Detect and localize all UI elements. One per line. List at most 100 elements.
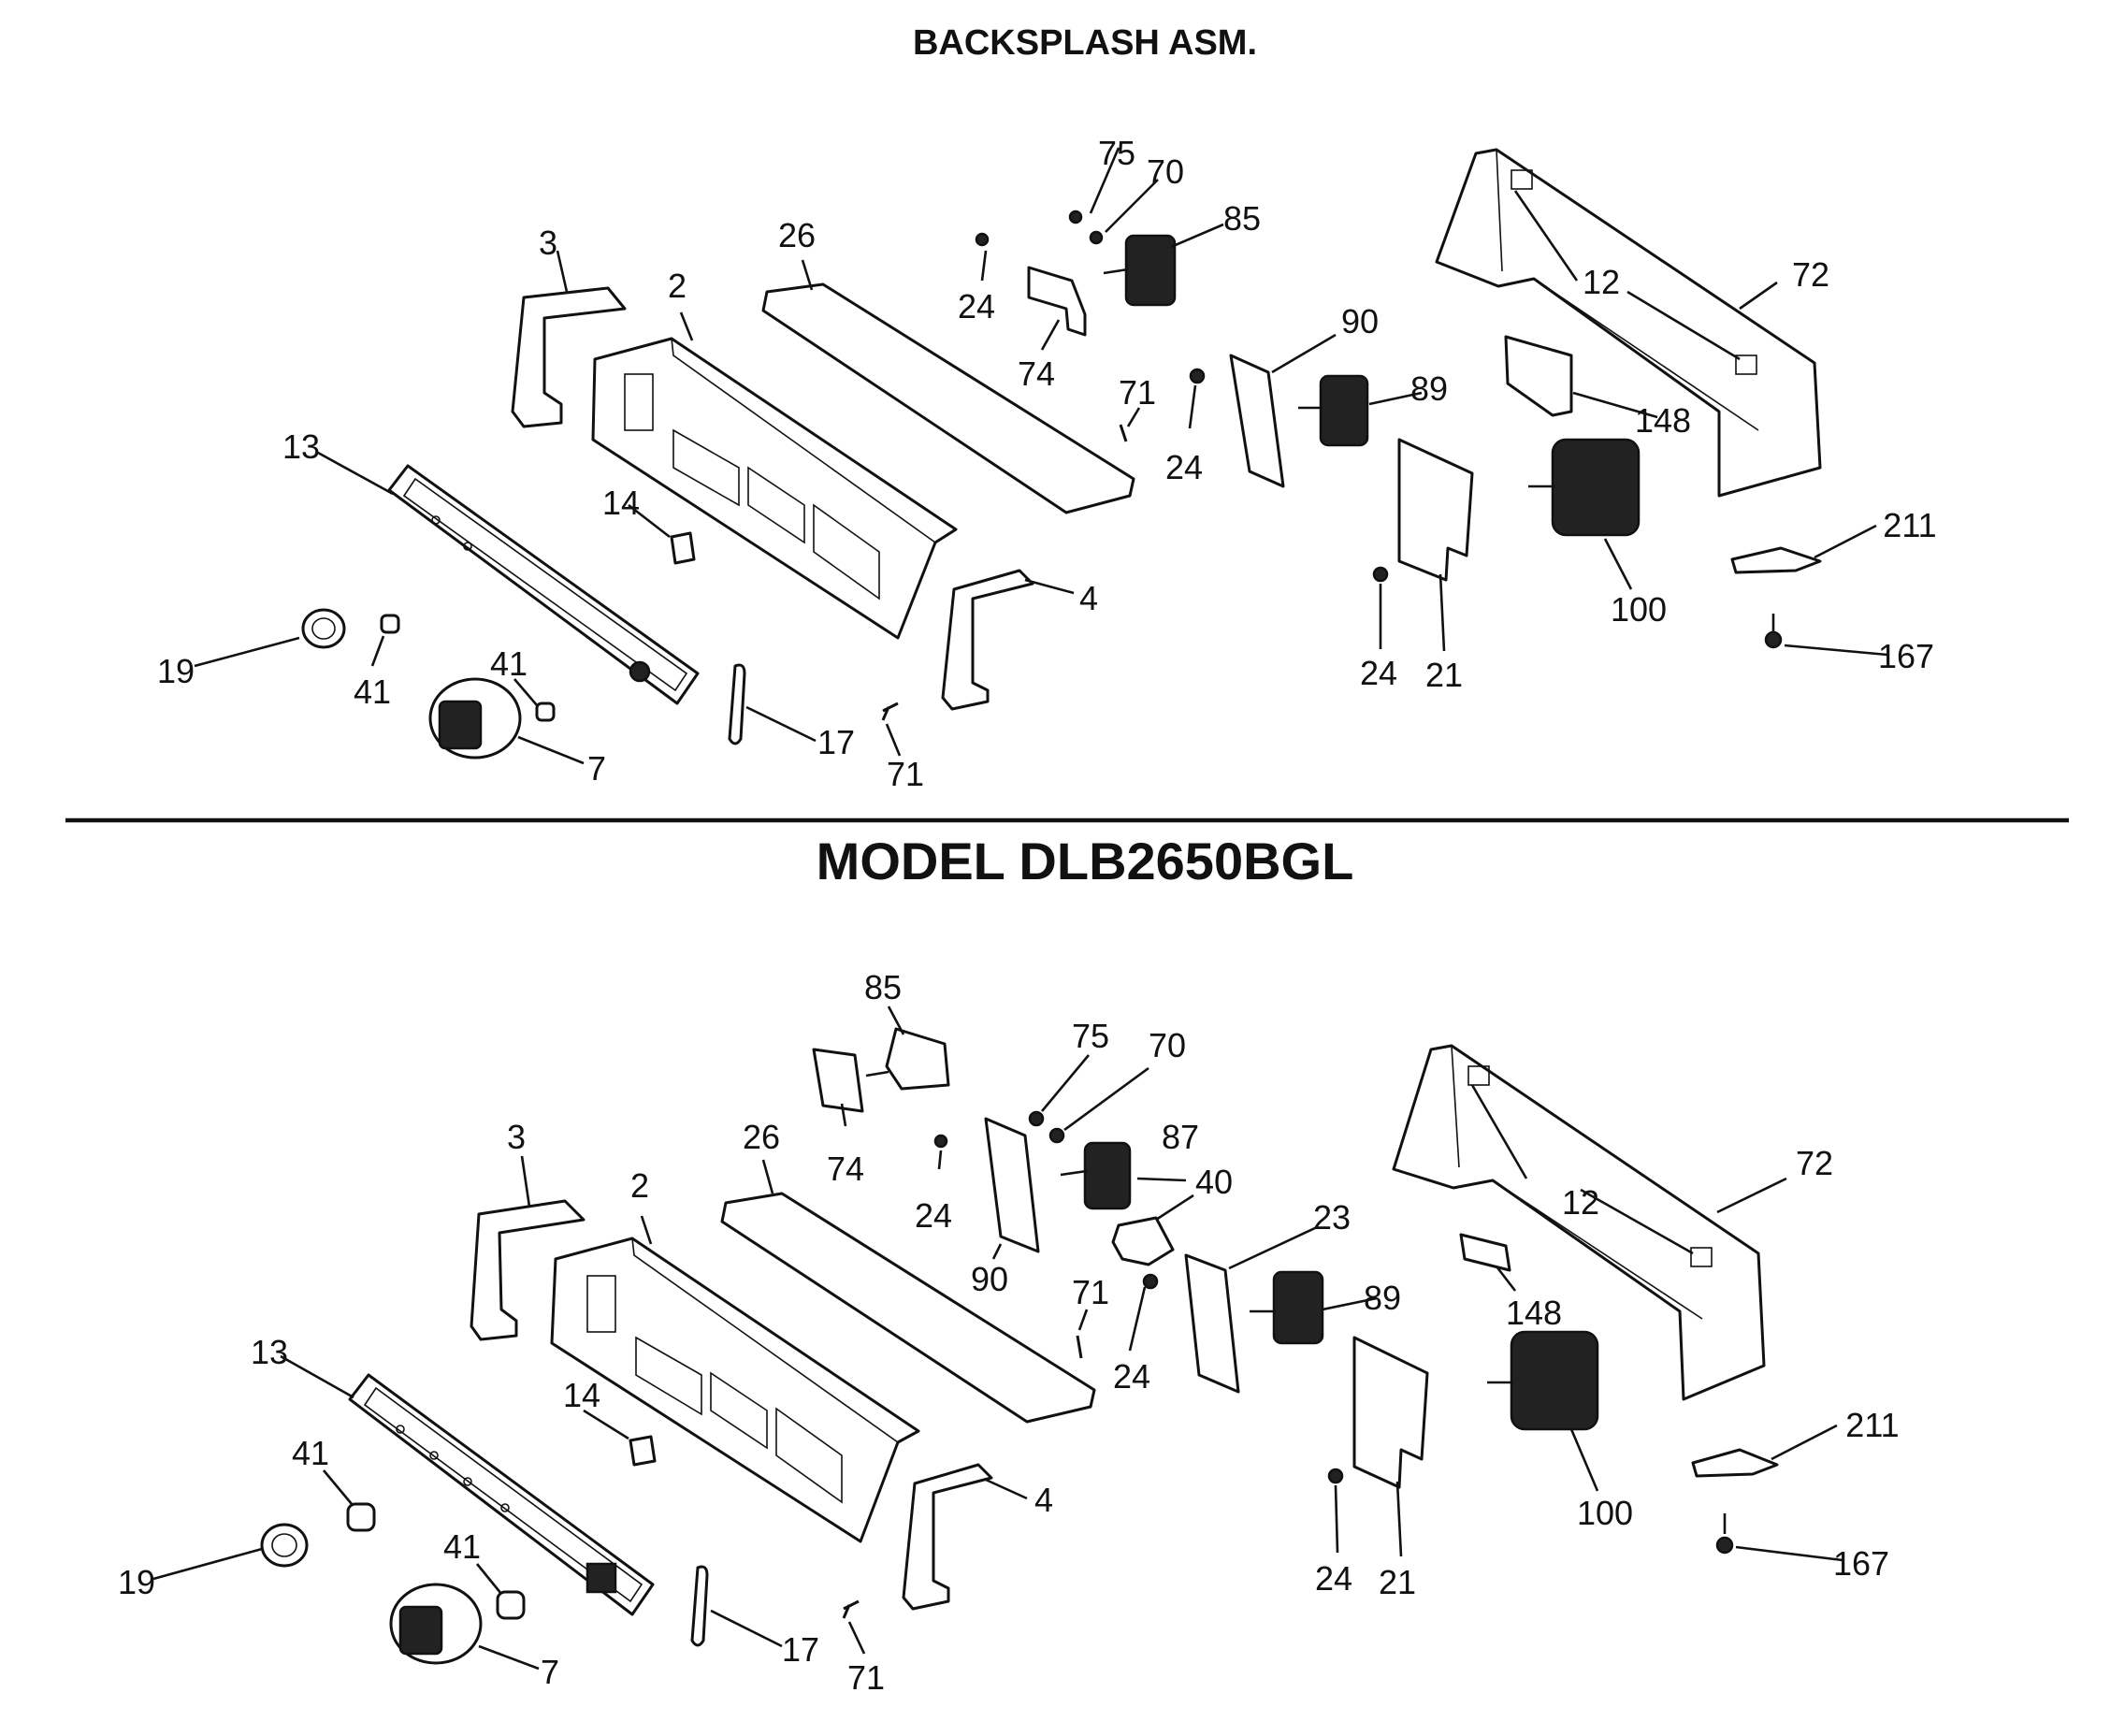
callout: 72 [1796,1144,1833,1182]
part-23-plate [1184,1253,1240,1394]
callout: 211 [1845,1406,1899,1444]
part-85-switch [812,1027,950,1113]
part-85-switch [1103,234,1177,307]
callout: 12 [1583,263,1620,301]
part-17-link [690,1565,709,1647]
callout: 14 [563,1376,600,1414]
callout: 87 [1162,1118,1199,1156]
part-7-dial-knob [428,677,522,760]
part-13-control-panel [348,1373,655,1616]
part-148-bracket [1504,335,1573,417]
callout: 41 [443,1527,481,1566]
part-211-hinge [1691,1448,1779,1478]
part-167-screw [1764,614,1783,649]
part-40-pressure-switch [1111,1216,1175,1266]
callout: 71 [847,1658,885,1697]
part-211-hinge [1730,546,1822,574]
callout: 23 [1313,1198,1351,1237]
callout: 90 [1341,302,1379,340]
callout: 4 [1079,579,1098,617]
callout: 41 [490,644,528,683]
part-14-clip [670,531,696,565]
callout: 74 [1018,354,1055,393]
part-24-screw [1327,1468,1344,1484]
part-70-screw [1089,230,1104,245]
part-87-switch [1060,1141,1132,1210]
callout: 7 [541,1653,559,1691]
part-72-backsplash-shell [1435,148,1822,498]
callout: 75 [1072,1017,1109,1055]
callout: 85 [1223,199,1261,238]
part-100-timer-motor [1528,438,1641,537]
part-74-bracket [1027,266,1087,337]
part-41-spacer [380,614,400,634]
callout: 21 [1425,656,1463,694]
callout: 211 [1883,506,1936,544]
part-24-screw [1142,1273,1159,1290]
part-24-screw [1189,368,1206,384]
callout: 89 [1410,369,1448,408]
callout: 89 [1364,1279,1401,1317]
callout: 2 [630,1166,649,1205]
part-17-link [728,663,746,745]
callout: 148 [1506,1294,1562,1332]
callout: 26 [743,1118,780,1156]
callout: 74 [827,1150,864,1188]
callout: 14 [602,484,640,522]
callout: 19 [118,1563,155,1601]
callout: 24 [1360,654,1397,692]
part-24-screw [975,232,990,247]
callout: 12 [1562,1183,1599,1222]
callout: 24 [1165,448,1203,486]
callout: 17 [817,723,855,761]
part-90-plate [1229,354,1285,488]
part-21-circuit-plate [1352,1336,1429,1489]
leader-lines-top [194,147,1888,765]
diagram-top: 75 70 85 3 26 2 24 74 71 24 90 89 12 72 … [157,134,1937,793]
part-71-screw [881,702,899,721]
callout: 71 [887,755,924,793]
callout: 24 [1113,1357,1150,1396]
callout: 17 [782,1630,819,1669]
callout: 72 [1792,255,1829,294]
callout: 13 [282,427,320,466]
callout: 85 [864,968,902,1006]
callouts-bottom: 85 75 70 3 26 2 74 87 40 24 23 72 12 90 … [118,968,1900,1697]
part-24-screw [933,1134,948,1149]
part-2-control-housing [550,1237,920,1543]
callout: 26 [778,216,816,254]
callout: 7 [587,749,606,788]
callout: 21 [1379,1563,1416,1601]
part-70-screw [1048,1127,1065,1144]
callout: 2 [668,267,687,305]
model-title: MODEL DLB2650BGL [817,832,1354,890]
assembly-title: BACKSPLASH ASM. [913,23,1257,63]
callout: 167 [1878,637,1934,675]
part-71-screw [842,1599,860,1619]
part-14-clip [629,1435,657,1467]
callout: 40 [1195,1163,1233,1201]
callout: 3 [507,1118,526,1156]
callout: 24 [958,287,995,326]
callout: 100 [1611,590,1667,629]
part-24-screw [1372,566,1389,583]
part-41-spacer [496,1590,526,1620]
callout: 90 [971,1260,1008,1298]
callout: 70 [1147,152,1184,191]
part-7-dial-knob [389,1583,483,1665]
part-75-screw [1028,1110,1045,1127]
part-167-screw [1715,1513,1734,1555]
callout: 19 [157,652,195,690]
part-89-switch [1250,1270,1324,1345]
callout: 70 [1149,1026,1186,1064]
diagram-bottom: 85 75 70 3 26 2 74 87 40 24 23 72 12 90 … [118,968,1900,1697]
part-75-screw [1068,210,1083,224]
callout: 3 [539,224,557,262]
part-72-backsplash-shell [1392,1044,1766,1401]
part-19-knob [260,1523,309,1568]
callout: 13 [251,1333,288,1371]
part-71-screw [1119,424,1128,442]
part-89-switch [1298,374,1369,447]
callout: 75 [1098,134,1135,172]
part-13-control-panel [387,464,700,705]
